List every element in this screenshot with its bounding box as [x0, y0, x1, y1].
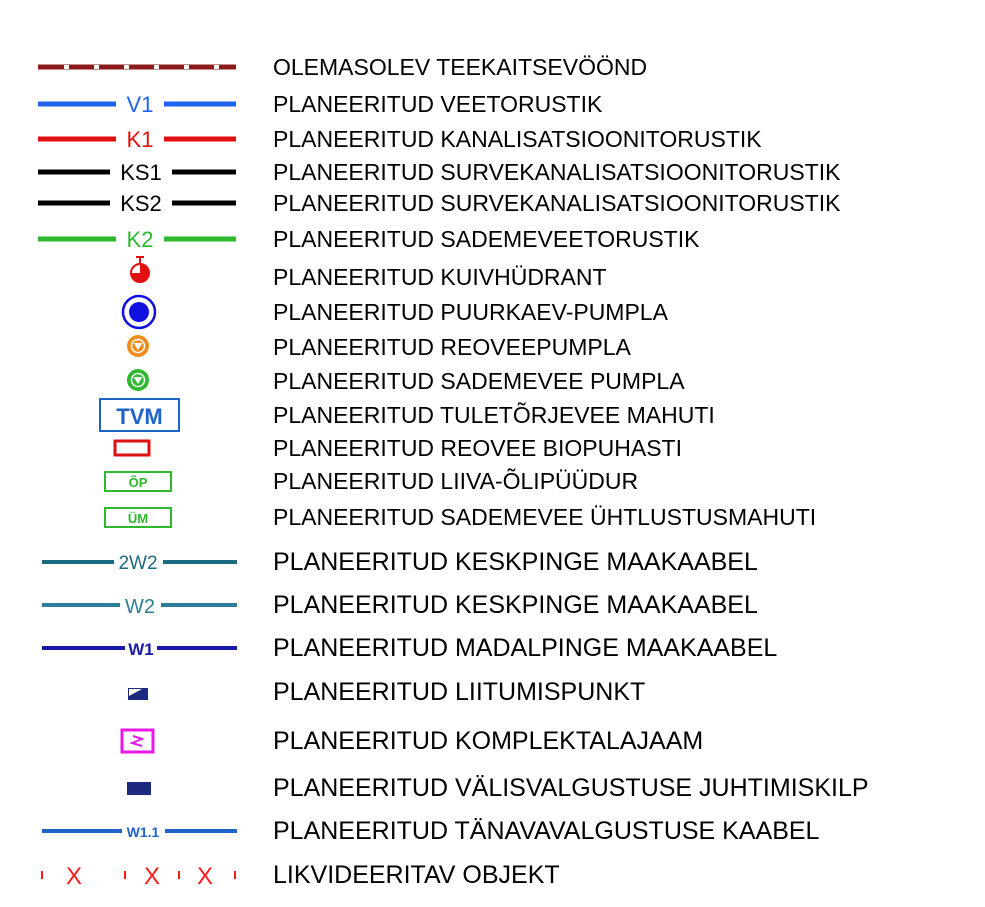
- legend-row-lighting-control-panel: PLANEERITUD VÄLISVALGUSTUSE JUHTIMISKILP: [0, 773, 985, 803]
- legend-row-stormwater-pipe: K2 PLANEERITUD SADEMEVEETORUSTIK: [0, 224, 985, 254]
- line-code: V1: [127, 92, 154, 117]
- legend-label: PLANEERITUD TULETÕRJEVEE MAHUTI: [273, 402, 715, 428]
- legend-label: PLANEERITUD REOVEE BIOPUHASTI: [273, 435, 682, 461]
- fire-water-tank-symbol: TVM: [30, 398, 245, 432]
- stormwater-pipe-line-symbol: K2: [30, 224, 245, 254]
- water-pipe-line-symbol: V1: [30, 89, 245, 119]
- remove-mark: X: [66, 863, 82, 890]
- legend-label: PLANEERITUD KESKPINGE MAAKAABEL: [273, 548, 758, 576]
- legend-row-fire-water-tank: TVM PLANEERITUD TULETÕRJEVEE MAHUTI: [0, 398, 985, 432]
- line-code: K1: [127, 127, 154, 152]
- legend-row-borehole-pump: PLANEERITUD PUURKAEV-PUMPLA: [0, 294, 985, 330]
- storm-pump-icon: [30, 366, 245, 396]
- line-code: 2W2: [118, 553, 157, 574]
- legend-row-bio-treatment: PLANEERITUD REOVEE BIOPUHASTI: [0, 433, 985, 463]
- legend-row-sewer-pipe: K1 PLANEERITUD KANALISATSIOONITORUSTIK: [0, 124, 985, 154]
- legend-label: PLANEERITUD SADEMEVEE PUMPLA: [273, 368, 685, 394]
- street-lighting-cable-line-symbol: W1.1: [30, 816, 245, 846]
- bio-treatment-symbol: [30, 433, 245, 463]
- remove-mark: X: [197, 863, 213, 890]
- legend-label: OLEMASOLEV TEEKAITSEVÖÖND: [273, 54, 648, 80]
- remove-mark: X: [144, 863, 160, 890]
- tank-code: TVM: [116, 404, 162, 429]
- legend-row-dry-hydrant: PLANEERITUD KUIVHÜDRANT: [0, 256, 985, 292]
- legend-row-connection-point: PLANEERITUD LIITUMISPUNKT: [0, 677, 985, 707]
- legend-label: PLANEERITUD KUIVHÜDRANT: [273, 264, 607, 290]
- sewer-pipe-line-symbol: K1: [30, 124, 245, 154]
- legend-row-pressure-sewer-1: KS1 PLANEERITUD SURVEKANALISATSIOONITORU…: [0, 157, 985, 187]
- mv-cable-2w2-line-symbol: 2W2: [30, 547, 245, 577]
- legend-row-road-protection-zone: OLEMASOLEV TEEKAITSEVÖÖND: [0, 52, 985, 82]
- legend-row-object-to-remove: X X X LIKVIDEERITAV OBJEKT: [0, 860, 985, 890]
- borehole-pump-icon: [30, 294, 245, 330]
- legend-label: PLANEERITUD VEETORUSTIK: [273, 91, 603, 117]
- legend-label: PLANEERITUD LIITUMISPUNKT: [273, 678, 646, 706]
- separator-code: ÕP: [129, 475, 148, 490]
- dry-hydrant-icon: [30, 256, 245, 292]
- legend-label: PLANEERITUD LIIVA-ÕLIPÜÜDUR: [273, 468, 639, 494]
- legend-row-oil-separator: ÕP PLANEERITUD LIIVA-ÕLIPÜÜDUR: [0, 466, 985, 496]
- sewage-pump-icon: [30, 332, 245, 362]
- legend-label: PLANEERITUD MADALPINGE MAAKAABEL: [273, 634, 778, 662]
- lv-cable-line-symbol: W1: [30, 633, 245, 663]
- pressure-sewer-1-line-symbol: KS1: [30, 157, 245, 187]
- legend-label: PLANEERITUD SADEMEVEE ÜHTLUSTUSMAHUTI: [273, 504, 817, 530]
- legend-label: PLANEERITUD PUURKAEV-PUMPLA: [273, 299, 668, 325]
- connection-point-icon: [30, 677, 245, 707]
- line-code: W2: [125, 596, 155, 618]
- legend-label: PLANEERITUD SADEMEVEETORUSTIK: [273, 226, 700, 252]
- legend-row-street-lighting-cable: W1.1 PLANEERITUD TÄNAVAVALGUSTUSE KAABEL: [0, 816, 985, 846]
- line-code: W1.1: [127, 824, 160, 840]
- object-to-remove-line-symbol: X X X: [30, 860, 245, 890]
- legend-row-equalization-tank: ÜM PLANEERITUD SADEMEVEE ÜHTLUSTUSMAHUTI: [0, 502, 985, 532]
- oil-separator-symbol: ÕP: [30, 466, 245, 496]
- line-code: K2: [127, 227, 154, 252]
- legend-label: PLANEERITUD KESKPINGE MAAKAABEL: [273, 591, 758, 619]
- legend-row-storm-pump: PLANEERITUD SADEMEVEE PUMPLA: [0, 366, 985, 396]
- legend-row-substation: PLANEERITUD KOMPLEKTALAJAAM: [0, 726, 985, 756]
- legend-row-water-pipe: V1 PLANEERITUD VEETORUSTIK: [0, 89, 985, 119]
- lighting-control-panel-icon: [30, 773, 245, 803]
- legend-label: PLANEERITUD KANALISATSIOONITORUSTIK: [273, 126, 762, 152]
- line-code: KS2: [120, 191, 162, 216]
- legend-label: LIKVIDEERITAV OBJEKT: [273, 861, 560, 889]
- line-code: KS1: [120, 160, 162, 185]
- pressure-sewer-2-line-symbol: KS2: [30, 188, 245, 218]
- substation-icon: [30, 726, 245, 756]
- legend-row-lv-cable: W1 PLANEERITUD MADALPINGE MAAKAABEL: [0, 633, 985, 663]
- legend-row-mv-cable-w2: W2 PLANEERITUD KESKPINGE MAAKAABEL: [0, 590, 985, 620]
- legend-label: PLANEERITUD KOMPLEKTALAJAAM: [273, 727, 704, 755]
- tank-code: ÜM: [128, 511, 148, 526]
- legend-row-pressure-sewer-2: KS2 PLANEERITUD SURVEKANALISATSIOONITORU…: [0, 188, 985, 218]
- legend-row-mv-cable-2w2: 2W2 PLANEERITUD KESKPINGE MAAKAABEL: [0, 547, 985, 577]
- legend-row-sewage-pump: PLANEERITUD REOVEEPUMPLA: [0, 332, 985, 362]
- legend-label: PLANEERITUD VÄLISVALGUSTUSE JUHTIMISKILP: [273, 774, 869, 802]
- road-protection-zone-line-symbol: [30, 52, 245, 82]
- legend-label: PLANEERITUD REOVEEPUMPLA: [273, 334, 631, 360]
- legend-label: PLANEERITUD TÄNAVAVALGUSTUSE KAABEL: [273, 817, 820, 845]
- mv-cable-w2-line-symbol: W2: [30, 590, 245, 620]
- line-code: W1: [128, 640, 154, 659]
- legend-label: PLANEERITUD SURVEKANALISATSIOONITORUSTIK: [273, 159, 841, 185]
- equalization-tank-symbol: ÜM: [30, 502, 245, 532]
- legend-label: PLANEERITUD SURVEKANALISATSIOONITORUSTIK: [273, 190, 841, 216]
